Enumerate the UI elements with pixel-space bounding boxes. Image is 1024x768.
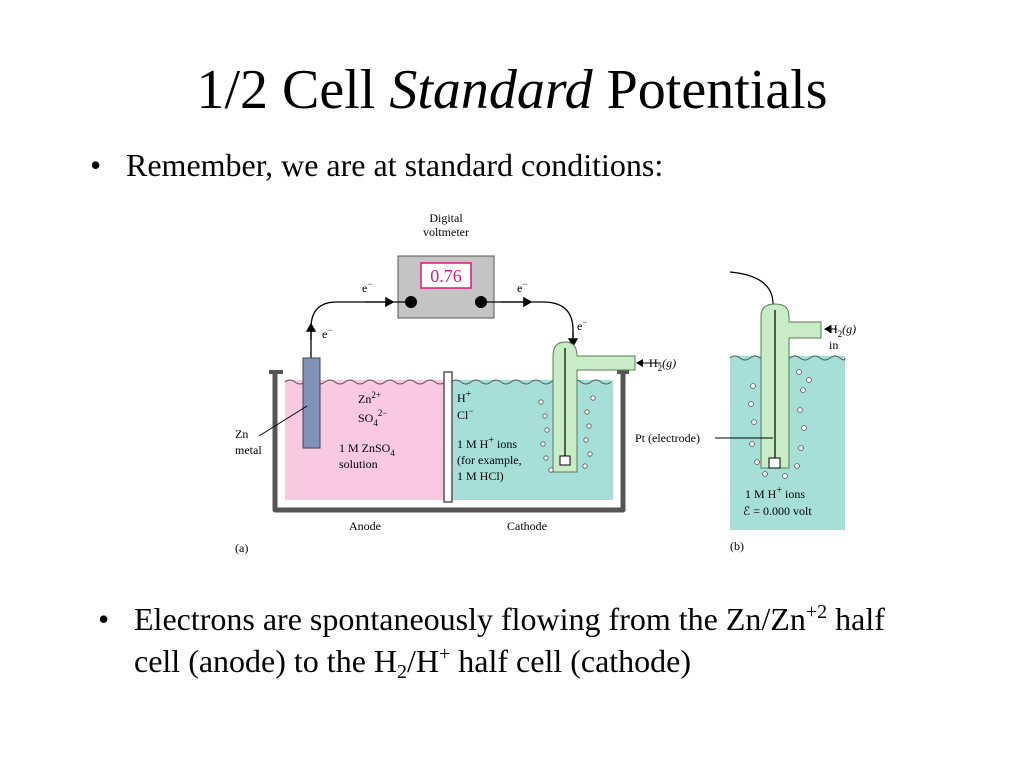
bullet-text: Remember, we are at standard conditions: bbox=[126, 147, 664, 183]
hydrogen-bubbles bbox=[538, 395, 596, 473]
standard-potential-label: ℰ = 0.000 volt bbox=[743, 504, 812, 518]
h2-in-label-2: in bbox=[829, 338, 838, 352]
zn-metal-label-1: Zn bbox=[235, 427, 248, 441]
zn-metal-label-2: metal bbox=[235, 443, 262, 457]
panel-a-label: (a) bbox=[235, 541, 248, 555]
title-emphasis: Standard bbox=[389, 59, 593, 121]
pt-plate bbox=[559, 455, 571, 466]
porous-barrier bbox=[443, 371, 453, 503]
sulfate-ion-label: SO42− bbox=[358, 408, 387, 428]
anode-solution-label-2: solution bbox=[339, 457, 378, 471]
h-ion-label: H+ bbox=[457, 389, 472, 405]
cathode-label: Cathode bbox=[507, 519, 547, 533]
voltmeter-label-2: voltmeter bbox=[423, 225, 469, 239]
bullet-text: Electrons are spontaneously flowing from… bbox=[134, 601, 885, 683]
zn-ion-label: Zn2+ bbox=[358, 390, 381, 406]
panel-b-label: (b) bbox=[730, 539, 744, 553]
h2-electrode-tube bbox=[552, 341, 636, 473]
h2-gas-label: H2(g) bbox=[649, 356, 676, 373]
cathode-solution-label-1: 1 M H+ ions bbox=[457, 435, 517, 451]
zn-pointer bbox=[258, 405, 308, 437]
pt-electrode-label: Pt (electrode) bbox=[635, 431, 700, 445]
cell-container bbox=[272, 372, 626, 513]
cathode-solution-label-2: (for example, bbox=[457, 453, 522, 467]
electron-label: e− bbox=[577, 317, 587, 333]
voltmeter-label-1: Digital bbox=[429, 211, 463, 225]
voltmeter-display bbox=[420, 262, 472, 289]
anode-solution-label-1: 1 M ZnSO4 bbox=[339, 441, 395, 458]
solution-surface-b bbox=[729, 355, 846, 361]
standard-ions-label: 1 M H+ ions bbox=[745, 485, 805, 501]
title-suffix: Potentials bbox=[592, 59, 828, 121]
bullet-marker: • bbox=[90, 147, 102, 183]
voltmeter-reading: 0.76 bbox=[430, 266, 462, 286]
h2-supply-line bbox=[729, 271, 774, 305]
hydrogen-bubbles-b bbox=[748, 369, 812, 479]
zn-electrode bbox=[302, 357, 321, 449]
h2-in-label: H2(g) bbox=[829, 322, 856, 339]
electron-label: e− bbox=[362, 279, 372, 295]
electron-label: e− bbox=[517, 279, 527, 295]
cathode-solution-label-3: 1 M HCl) bbox=[457, 469, 504, 483]
pt-plate-b bbox=[768, 457, 781, 469]
title-prefix: 1/2 Cell bbox=[196, 59, 390, 121]
wire-right bbox=[487, 301, 574, 356]
standard-electrode-tube bbox=[760, 303, 822, 469]
slide-title: 1/2 Cell Standard Potentials bbox=[0, 58, 1024, 122]
cl-ion-label: Cl− bbox=[457, 406, 473, 422]
panel-a: Digital voltmeter 0.76 e− e− e− e− Zn me… bbox=[235, 211, 676, 555]
panel-b: Pt (electrode) H2(g) in 1 M H+ ions ℰ = … bbox=[635, 271, 856, 553]
electron-label: e− bbox=[322, 325, 332, 341]
anode-label: Anode bbox=[349, 519, 381, 533]
bullet-marker: • bbox=[98, 601, 110, 637]
voltmeter-terminal-right bbox=[475, 296, 487, 308]
voltmeter-terminal-left bbox=[405, 296, 417, 308]
galvanic-cell-diagram: Digital voltmeter 0.76 e− e− e− e− Zn me… bbox=[235, 211, 856, 555]
